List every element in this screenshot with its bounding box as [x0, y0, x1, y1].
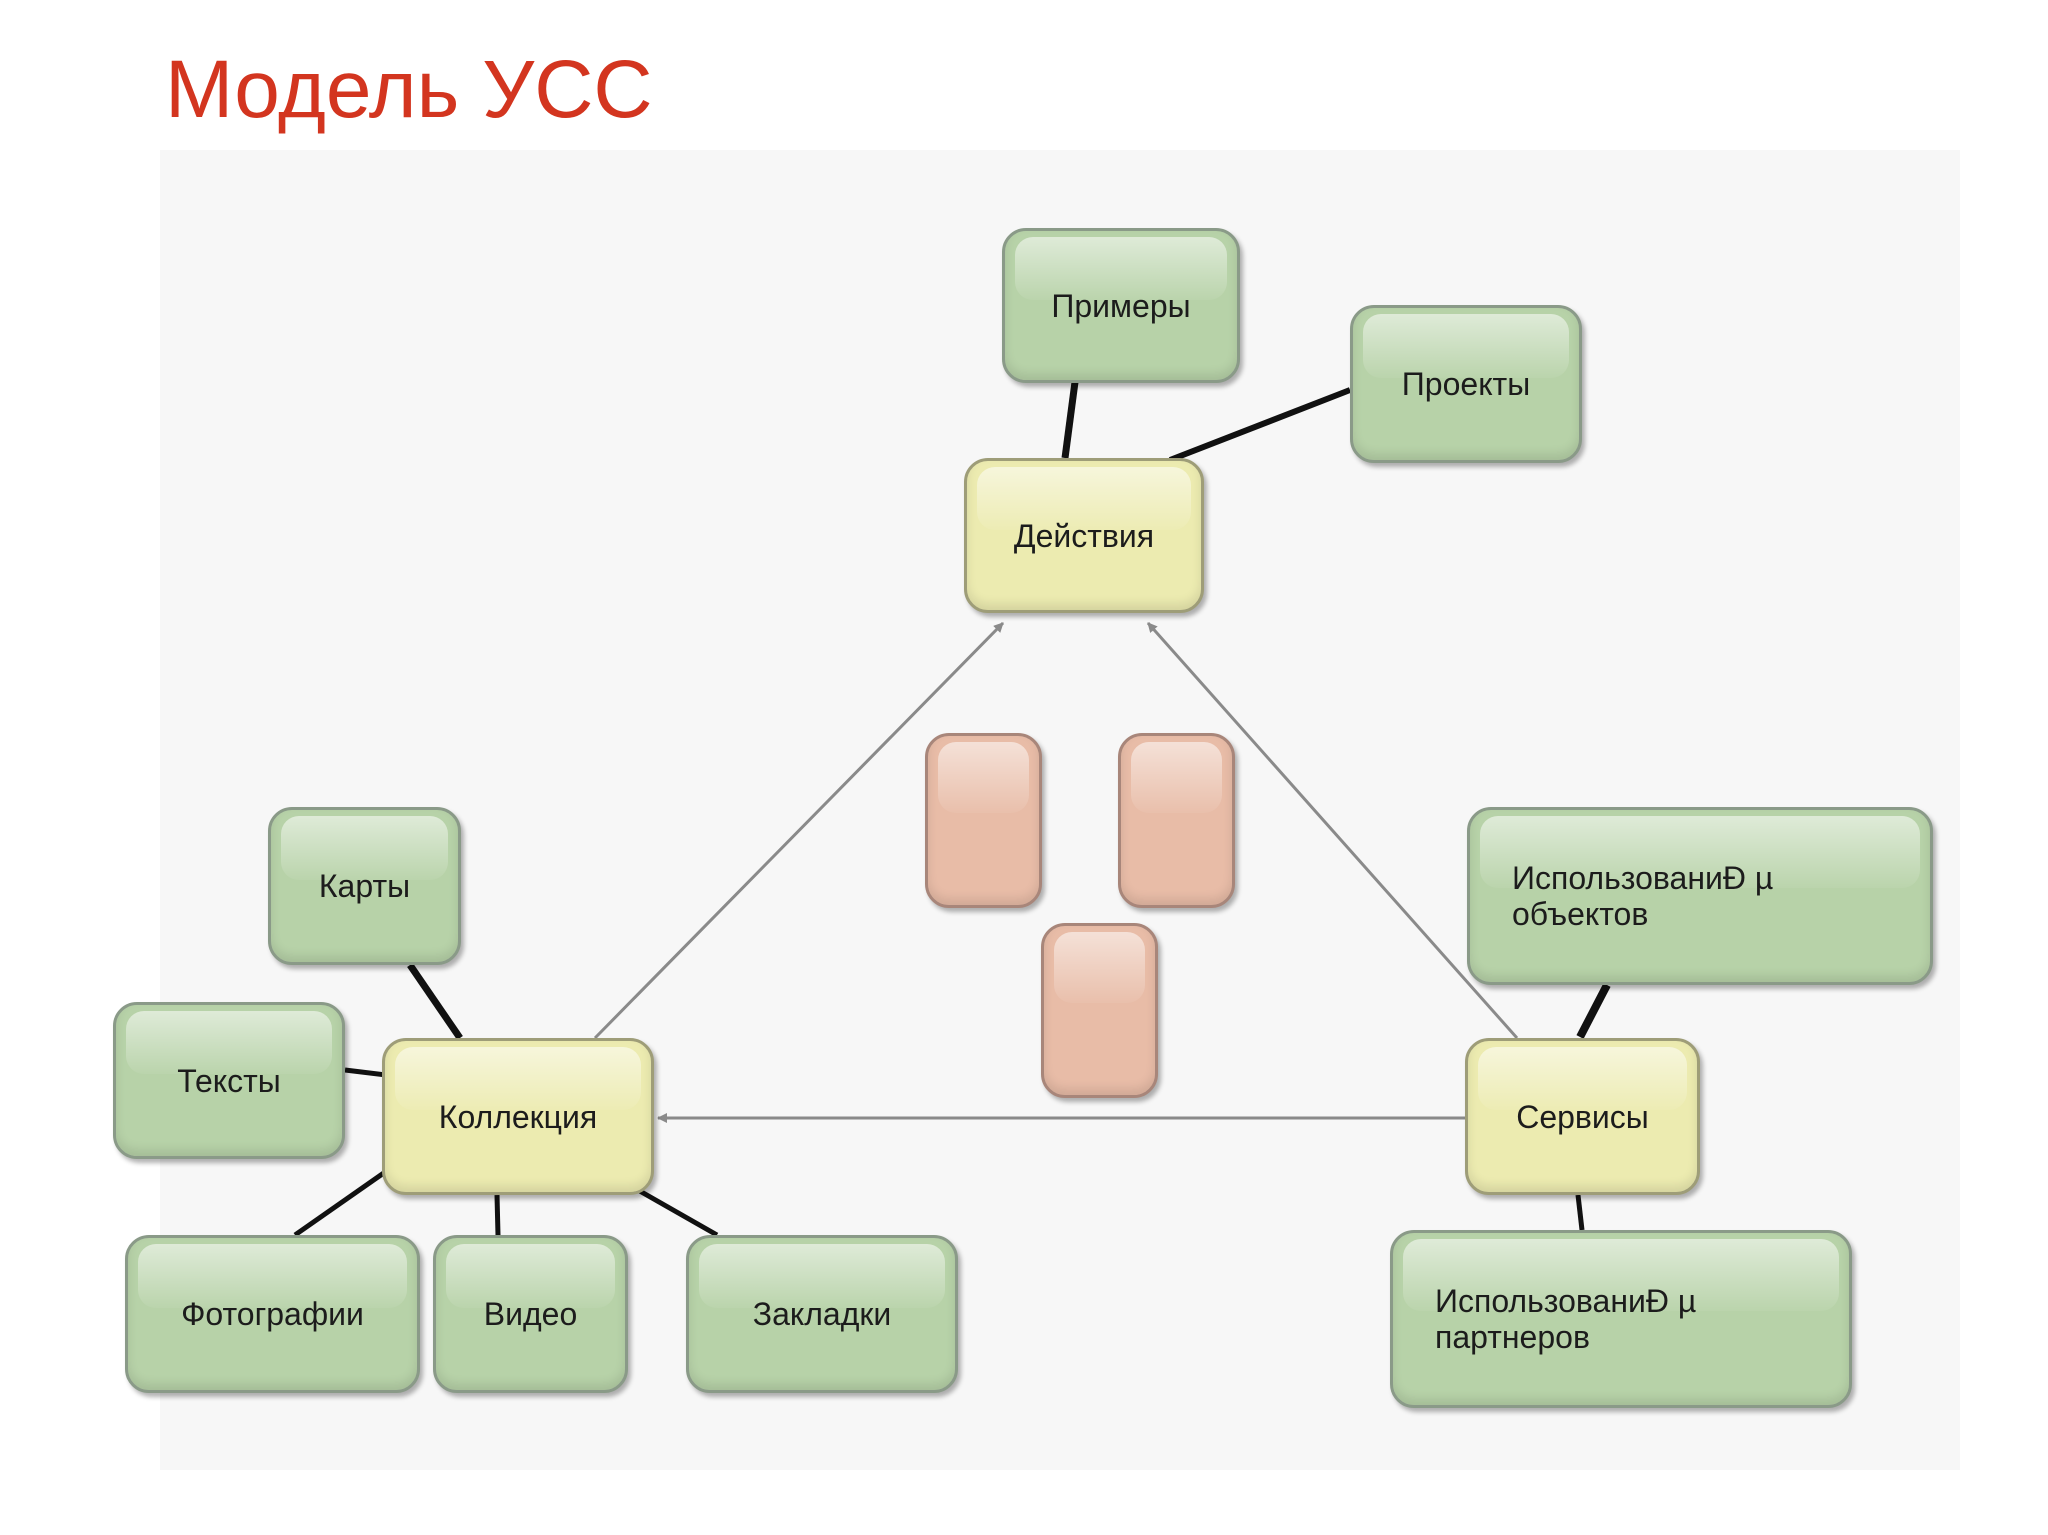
connector-kollektsiya-zakladki	[636, 1187, 719, 1238]
arrow-servisy-to-deystviya	[1146, 622, 1519, 1039]
node-kollektsiya: Коллекция	[382, 1038, 654, 1195]
node-karty: Карты	[268, 807, 461, 965]
connector-servisy-partnerov	[1575, 1194, 1585, 1231]
connector-kollektsiya-fotografii	[293, 1167, 390, 1238]
node-proekty-label: Проекты	[1401, 366, 1531, 402]
node-ispolzovanie-obektov: ИспользованиÐ µ объектов	[1467, 807, 1933, 985]
node-teksty-label: Тексты	[177, 1062, 281, 1099]
node-ispolzovanie-partnerov: ИспользованиÐ µ партнеров	[1390, 1230, 1852, 1408]
node-fotografii: Фотографии	[125, 1235, 420, 1393]
pink-block-left	[925, 733, 1042, 908]
node-primery: Примеры	[1002, 228, 1240, 383]
connector-kollektsiya-video	[494, 1194, 501, 1236]
connector-primery-deystviya	[1061, 381, 1079, 459]
node-servisy: Сервисы	[1465, 1038, 1700, 1195]
arrow-kollektsiya-to-deystviya	[593, 621, 1005, 1040]
node-deystviya: Действия	[964, 458, 1204, 613]
node-zakladki-label: Закладки	[752, 1296, 892, 1332]
pink-block-right	[1118, 733, 1235, 908]
node-video-label: Видео	[483, 1296, 578, 1332]
connector-servisy-obektov	[1576, 983, 1611, 1039]
connector-karty-kollektsiya	[407, 963, 463, 1040]
connector-teksty-kollektsiya	[344, 1067, 387, 1078]
node-ispolzovanie-partnerov-label: ИспользованиÐ µ партнеров	[1435, 1283, 1697, 1355]
node-karty-label: Карты	[318, 868, 411, 904]
connector-layer	[293, 381, 1611, 1238]
node-deystviya-label: Действия	[1013, 517, 1155, 554]
node-fotografii-label: Фотографии	[181, 1296, 364, 1332]
node-primery-label: Примеры	[1051, 287, 1191, 324]
slide-title: Модель УСС	[165, 44, 653, 135]
pink-block-bottom	[1041, 923, 1158, 1098]
node-servisy-label: Сервисы	[1516, 1098, 1649, 1135]
connector-proekty-deystviya	[1168, 387, 1352, 463]
node-zakladki: Закладки	[686, 1235, 958, 1393]
node-teksty: Тексты	[113, 1002, 345, 1159]
diagram-canvas: Примеры Проекты Действия Карты Тексты Ко…	[113, 150, 1960, 1470]
node-ispolzovanie-obektov-label: ИспользованиÐ µ объектов	[1512, 860, 1774, 932]
node-kollektsiya-label: Коллекция	[438, 1098, 598, 1135]
node-video: Видео	[433, 1235, 628, 1393]
node-proekty: Проекты	[1350, 305, 1582, 463]
